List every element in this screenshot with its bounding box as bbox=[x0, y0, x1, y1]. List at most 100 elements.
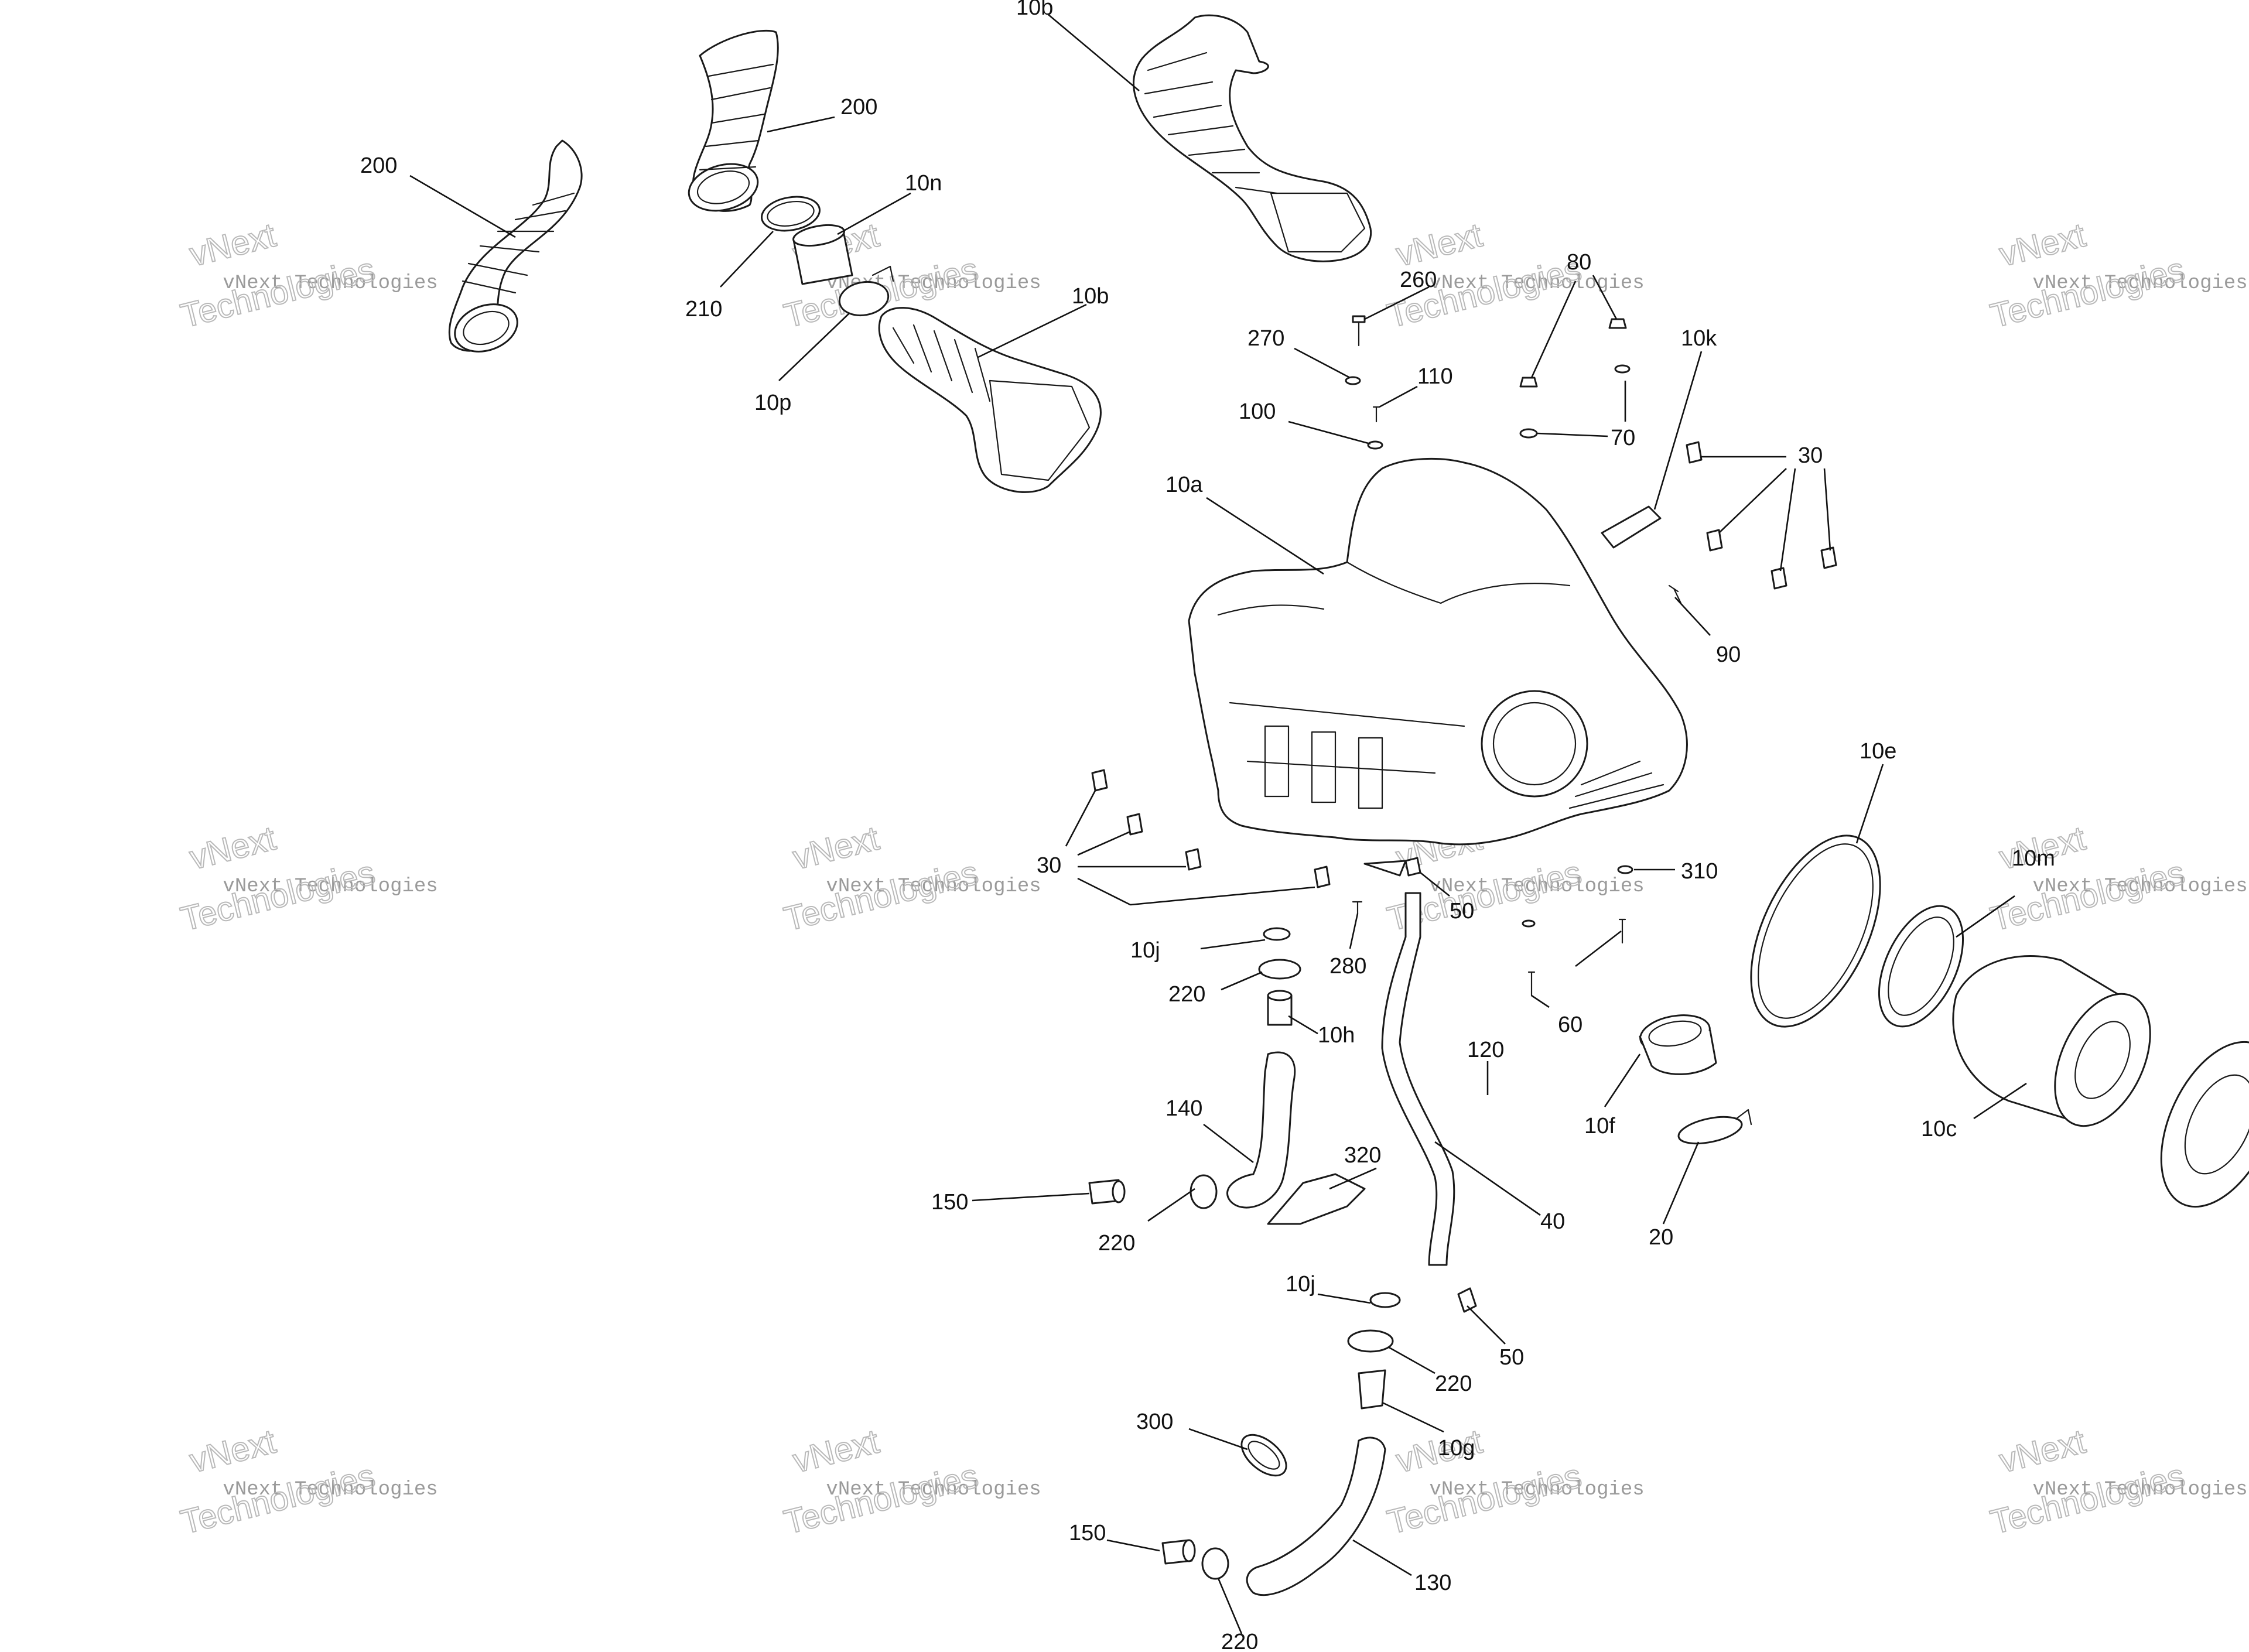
hoses-lower bbox=[1240, 1287, 1477, 1477]
callout-10b-top: 10b bbox=[1016, 0, 1053, 20]
callout-220-d: 220 bbox=[1221, 1630, 1258, 1649]
watermark-line2: vNext Technologies bbox=[223, 272, 438, 295]
callout-10b-mid: 10b bbox=[1072, 284, 1109, 309]
callout-130: 130 bbox=[1414, 1571, 1451, 1595]
callout-120: 120 bbox=[1467, 1038, 1504, 1062]
watermark-line2: vNext Technologies bbox=[1429, 1479, 1644, 1501]
callout-200-left: 200 bbox=[360, 153, 397, 178]
bolts-60 bbox=[1527, 918, 1626, 997]
callout-labels: 10b 200 200 10n 210 10b 10p 260 80 270 1… bbox=[360, 0, 2055, 1652]
watermark-line1: vNext bbox=[1995, 1422, 2089, 1480]
callout-60: 60 bbox=[1558, 1013, 1582, 1037]
watermark: vNext vNext Technologies Technologies bbox=[176, 1422, 438, 1542]
watermark-line2: vNext Technologies bbox=[826, 1479, 1041, 1501]
watermark: vNext vNext Technologies Technologies bbox=[780, 819, 1041, 939]
callout-10a: 10a bbox=[1165, 473, 1203, 497]
callout-90: 90 bbox=[1716, 642, 1741, 667]
hardware-top bbox=[1345, 315, 1682, 604]
watermark-line1: vNext bbox=[1392, 216, 1486, 274]
watermark-line1: vNext bbox=[186, 216, 279, 274]
watermark-line2: vNext Technologies bbox=[223, 875, 438, 898]
callout-30-right: 30 bbox=[1798, 443, 1823, 468]
filter-10c bbox=[1952, 955, 2151, 1127]
callout-260: 260 bbox=[1400, 268, 1437, 292]
fitting-150-bot bbox=[1161, 1539, 1229, 1580]
hose-130 bbox=[1246, 1436, 1386, 1596]
seal-10m bbox=[1878, 905, 1964, 1028]
watermark-line1: vNext bbox=[789, 819, 883, 877]
watermark-line2: vNext Technologies bbox=[1429, 875, 1644, 898]
callout-300: 300 bbox=[1136, 1410, 1173, 1434]
callout-280: 280 bbox=[1329, 954, 1366, 979]
filter-cover bbox=[2160, 1041, 2249, 1208]
callout-200-center: 200 bbox=[840, 95, 877, 119]
clips-30-right bbox=[1686, 441, 1837, 590]
callout-20: 20 bbox=[1649, 1225, 1673, 1250]
sleeve-10n bbox=[792, 224, 853, 285]
duct-200-center bbox=[688, 29, 779, 212]
callout-80: 80 bbox=[1567, 250, 1591, 275]
callout-40: 40 bbox=[1540, 1209, 1565, 1234]
clamp-10p bbox=[838, 265, 894, 317]
watermark: vNext vNext Technologies Technologies bbox=[1986, 819, 2247, 939]
watermark-line1: vNext bbox=[789, 1422, 883, 1480]
watermark-line2: vNext Technologies bbox=[2032, 875, 2247, 898]
watermark: vNext vNext Technologies Technologies bbox=[780, 1422, 1041, 1542]
callout-10n: 10n bbox=[905, 171, 942, 196]
duct-10b-top bbox=[1133, 14, 1372, 262]
watermark-line2: vNext Technologies bbox=[2032, 272, 2247, 295]
callout-70: 70 bbox=[1611, 426, 1635, 450]
watermark-line1: vNext bbox=[1995, 216, 2089, 274]
callout-270: 270 bbox=[1247, 326, 1284, 351]
adapter-10f bbox=[1639, 1014, 1717, 1075]
callout-100: 100 bbox=[1239, 399, 1276, 424]
callout-110: 110 bbox=[1417, 364, 1453, 389]
watermark-line2: vNext Technologies bbox=[223, 1479, 438, 1501]
callout-10f: 10f bbox=[1584, 1114, 1615, 1138]
callout-210: 210 bbox=[685, 297, 722, 321]
watermark-line1: vNext bbox=[186, 1422, 279, 1480]
duct-200-left bbox=[448, 139, 583, 353]
parts bbox=[448, 14, 2249, 1596]
watermark-line2: vNext Technologies bbox=[2032, 1479, 2247, 1501]
watermark: vNext vNext Technologies Technologies bbox=[1986, 216, 2247, 336]
watermark: vNext vNext Technologies Technologies bbox=[1383, 1422, 1644, 1542]
watermarks: vNext vNext Technologies Technologies vN… bbox=[176, 216, 2247, 1542]
pad-320 bbox=[1267, 1173, 1366, 1225]
callout-10k: 10k bbox=[1681, 326, 1717, 351]
fitting-150-top bbox=[1088, 1174, 1218, 1209]
callout-10j-top: 10j bbox=[1130, 938, 1160, 963]
callout-220-b: 220 bbox=[1098, 1231, 1135, 1256]
clamp-210 bbox=[761, 196, 821, 232]
watermark: vNext vNext Technologies Technologies bbox=[176, 819, 438, 939]
callout-140: 140 bbox=[1165, 1096, 1202, 1121]
callout-10m: 10m bbox=[2012, 846, 2055, 871]
callout-10p: 10p bbox=[754, 391, 791, 415]
watermark: vNext vNext Technologies Technologies bbox=[1986, 1422, 2247, 1542]
airbox-10a bbox=[1188, 457, 1688, 846]
watermark-line1: vNext bbox=[186, 819, 279, 877]
hoses-upper-left bbox=[1258, 927, 1301, 1026]
duct-10b-mid bbox=[878, 307, 1102, 493]
callout-220-a: 220 bbox=[1168, 982, 1205, 1007]
callout-320: 320 bbox=[1344, 1143, 1381, 1168]
callout-10j-bot: 10j bbox=[1286, 1272, 1315, 1297]
callout-10g: 10g bbox=[1438, 1436, 1475, 1461]
clamp-20 bbox=[1677, 1109, 1752, 1145]
leader-lines bbox=[409, 14, 2027, 1634]
callout-220-c: 220 bbox=[1435, 1371, 1472, 1396]
label-10k bbox=[1601, 505, 1662, 549]
clips-30-left bbox=[1091, 769, 1331, 888]
callout-310: 310 bbox=[1681, 859, 1718, 884]
callout-150-top: 150 bbox=[931, 1190, 968, 1215]
ring-10e bbox=[1750, 834, 1881, 1028]
callout-10e: 10e bbox=[1860, 739, 1896, 764]
watermark-line2: vNext Technologies bbox=[1429, 272, 1644, 295]
watermark-line2: vNext Technologies bbox=[826, 875, 1041, 898]
callout-30-left: 30 bbox=[1037, 853, 1061, 878]
callout-50-bot: 50 bbox=[1499, 1345, 1524, 1370]
callout-50-top: 50 bbox=[1450, 899, 1474, 924]
watermark: vNext vNext Technologies Technologies bbox=[176, 216, 438, 336]
